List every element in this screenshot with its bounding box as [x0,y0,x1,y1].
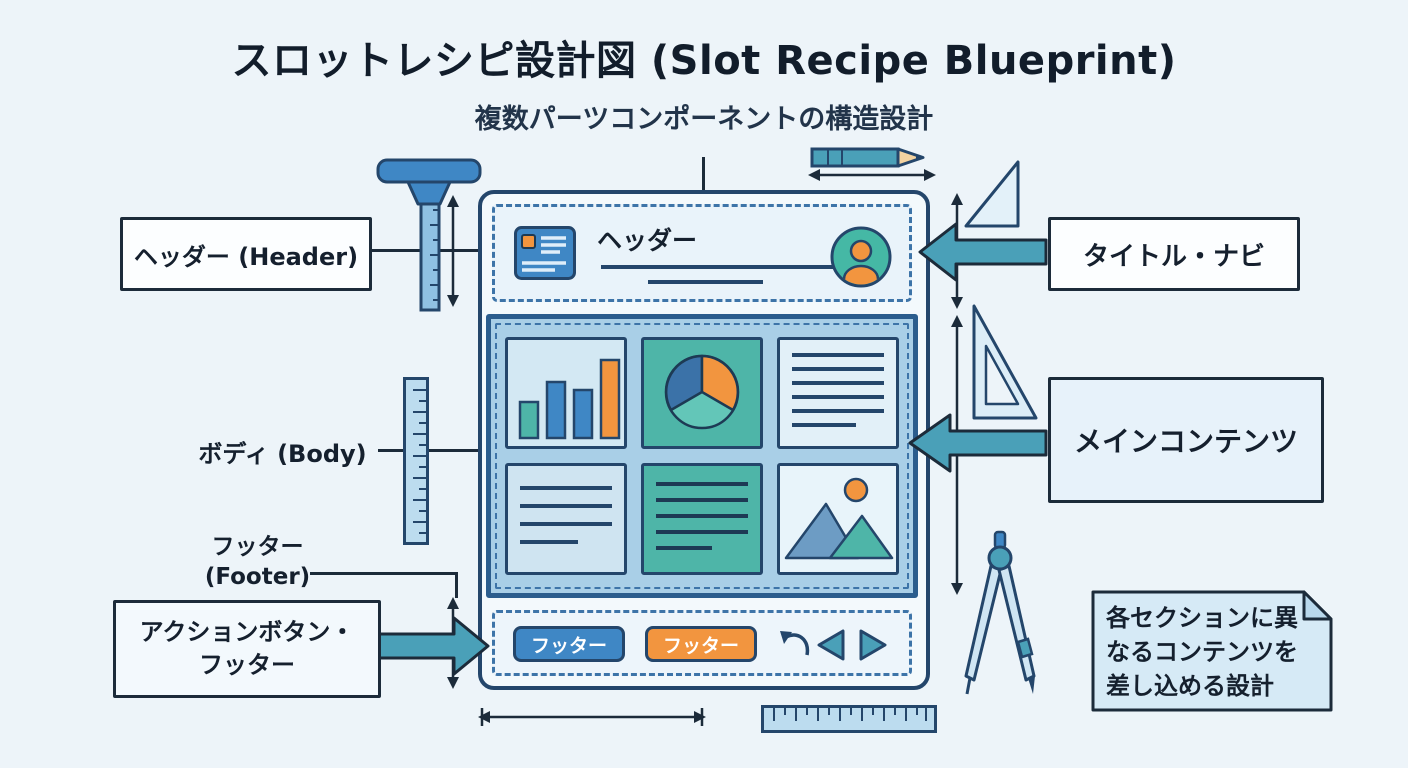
footer-connector-line-v [455,572,458,598]
diagram-subtitle: 複数パーツコンポーネントの構造設計 [474,104,934,135]
note-line3: 差し込める設計 [1106,672,1274,700]
header-callout-label: ヘッダー (Header) [133,242,359,271]
footer-callout-label: フッター (Footer) [180,532,335,592]
header-underline-2 [648,280,763,284]
next-triangle-icon [859,629,887,661]
header-underline-1 [601,265,848,269]
dimension-arrow-left-header [447,195,459,307]
footer-connector-line-h [310,572,458,575]
header-callout-box: ヘッダー (Header) [120,217,372,291]
image-placeholder-tile [777,463,899,575]
top-center-tick [702,157,705,190]
footer-nav-icons [780,629,887,661]
main-content-label: メインコンテンツ [1073,425,1298,458]
wireframe-header-title: ヘッダー [597,226,698,255]
avatar-icon [830,226,892,288]
pie-chart-icon [664,354,740,430]
wireframe-body-section [486,314,918,598]
wireframe-header-section: ヘッダー [492,204,912,302]
wireframe-footer-section: フッター フッター [492,610,912,676]
bar-chart-tile [505,337,627,449]
note-line1: 各セクションに異 [1106,604,1298,632]
main-content-callout-box: メインコンテンツ [1048,377,1324,503]
pencil-icon [810,147,925,168]
pencil-dimension-arrow [808,169,936,181]
action-footer-line2: フッター [199,651,295,679]
text-lines-icon [520,486,612,544]
t-square-icon [376,158,482,312]
note-line2: なるコンテンツを [1106,638,1298,666]
action-footer-callout-box: アクションボタン・ フッター [113,600,381,698]
text-block-tile [777,337,899,449]
design-note: 各セクションに異 なるコンテンツを 差し込める設計 [1090,589,1334,713]
footer-callout-line2: (Footer) [204,564,311,590]
footer-callout-line1: フッター [211,534,304,560]
id-card-icon [514,226,576,280]
dimension-arrow-bottom-width [478,708,706,726]
footer-button-primary: フッター [513,626,625,662]
pie-chart-tile [641,337,763,449]
compass-icon [964,530,1036,695]
wireframe-card: ヘッダー [478,190,930,690]
diagram-title: スロットレシピ設計図 (Slot Recipe Blueprint) [231,38,1177,84]
prev-triangle-icon [817,629,845,661]
set-square-small-icon [964,160,1020,228]
horizontal-ruler-icon [761,705,937,733]
note-text: 各セクションに異 なるコンテンツを 差し込める設計 [1106,601,1298,703]
bar-chart-icon [518,358,621,440]
body-callout-label: ボディ (Body) [198,440,367,468]
image-placeholder-icon [784,477,894,560]
body-grid-guide [495,323,909,589]
note-paper-shape [1091,590,1333,712]
set-square-large-icon [972,304,1038,420]
footer-button-secondary: フッター [645,626,757,662]
title-nav-label: タイトル・ナビ [1082,241,1265,272]
text-lines-icon [792,353,884,427]
undo-arrow-icon [780,631,810,656]
title-nav-callout-box: タイトル・ナビ [1048,217,1300,291]
action-footer-arrow [374,616,490,676]
vertical-ruler-icon [403,377,429,545]
main-content-arrow [908,413,1048,473]
text-block-tile [505,463,627,575]
text-lines-icon [656,482,748,550]
action-footer-line1: アクションボタン・ [139,618,355,646]
text-block-tile [641,463,763,575]
title-nav-arrow [918,222,1048,282]
